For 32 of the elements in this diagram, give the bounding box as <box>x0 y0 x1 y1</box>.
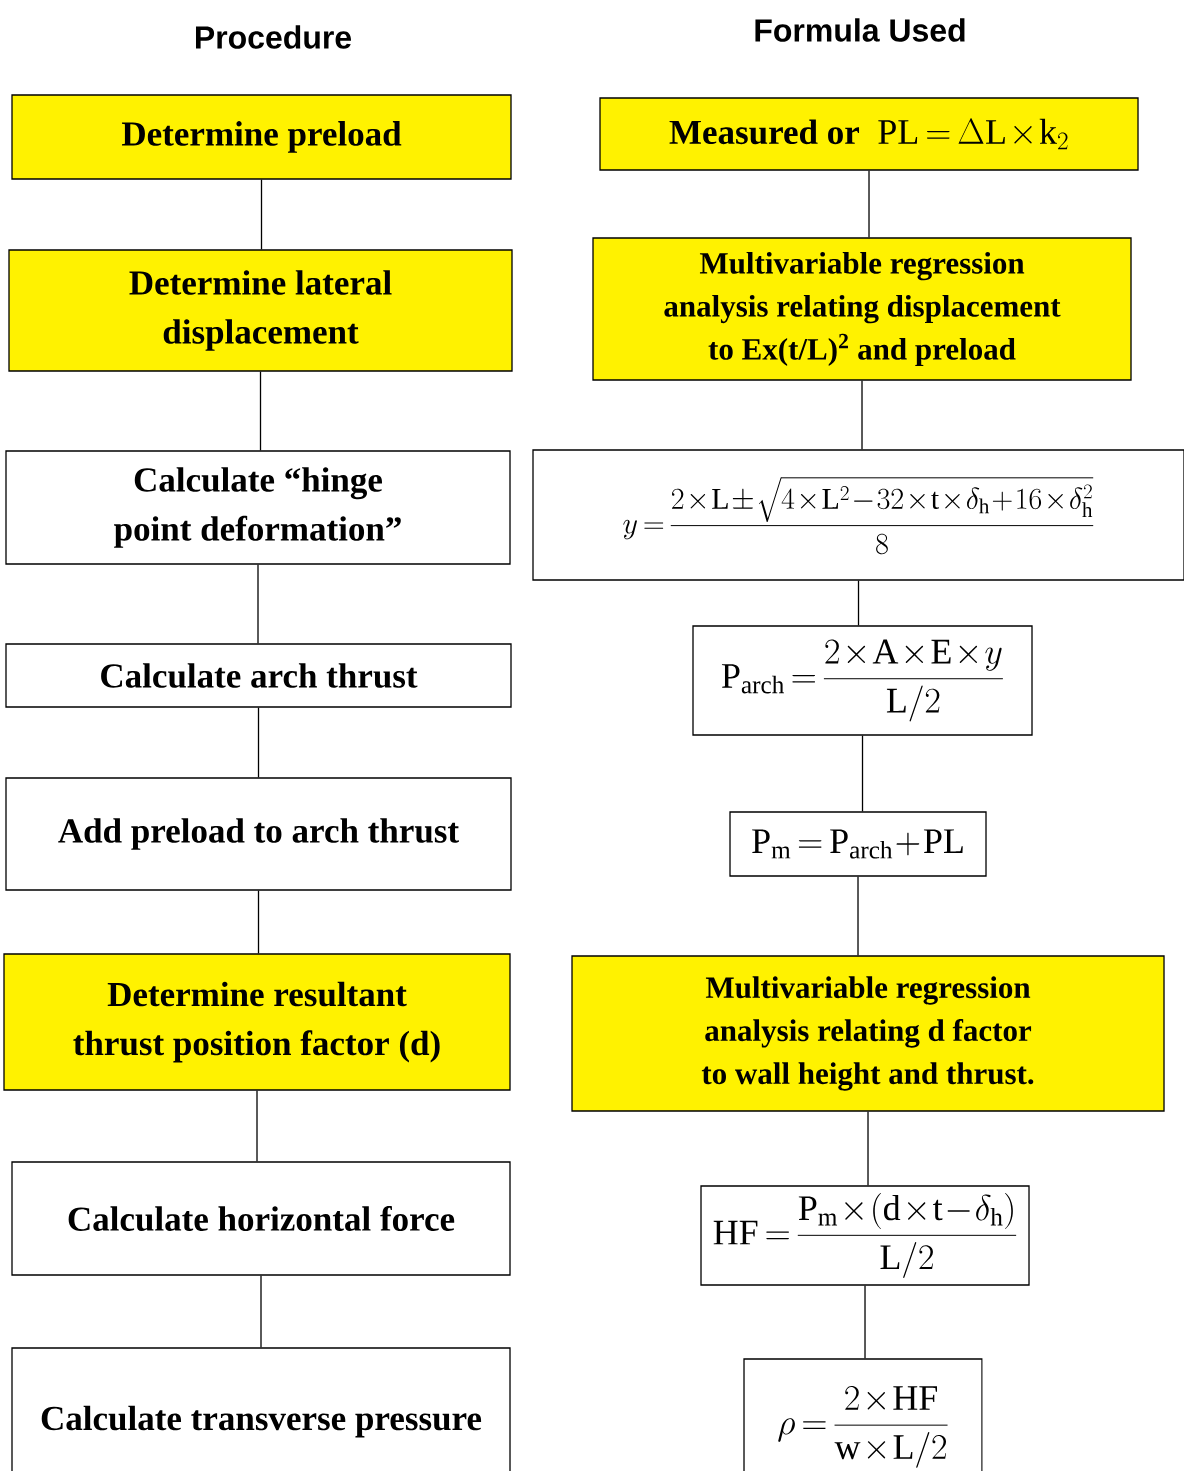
connector-line <box>260 179 263 250</box>
connector-line <box>260 1275 262 1348</box>
connector-line <box>867 1111 869 1186</box>
formula-box: $\mathrm{P}_{\mathrm{arch}} = \dfrac{2\times \mathrm{A}\times \mathrm{E}\times y}{\mathrm{L}/2}$ <box>692 625 1033 736</box>
formula-box: $\rho = \dfrac{2\times \mathrm{HF}}{\mathrm{w}\times \mathrm{L}/2}$ <box>743 1358 983 1471</box>
connector-line <box>857 580 860 626</box>
process-box: Calculate transverse pressure <box>11 1347 511 1471</box>
formula-box: Multivariable regression analysis relating displacement to Ex(t/L)$^{2}$ and preload <box>592 237 1132 381</box>
process-box: Determine preload <box>11 94 512 180</box>
connector-line <box>861 735 864 812</box>
process-box: Calculate arch thrust <box>5 643 512 708</box>
formula-box: $\mathrm{P}_{\mathrm{m}} = \mathrm{P}_{\mathrm{arch}} + \mathrm{PL}$ <box>729 811 987 877</box>
formula-box: Multivariable regression analysis relating d factor to wall height and thrust. <box>571 955 1165 1112</box>
connector-line <box>259 371 262 451</box>
column-heading: Formula Used <box>755 18 965 42</box>
formula-box: $y = \dfrac{2\times \mathrm{L} \pm \sqrt{4\times \mathrm{L}^{2} - 32\times \mathrm{t}\times \delta_{\mathrm{h}} + 16\times \delta_{\mathrm{h}}^{2}}}{8}$ <box>532 449 1184 581</box>
connector-line <box>257 890 260 954</box>
column-heading: Procedure <box>196 25 352 49</box>
connector-line <box>257 564 259 644</box>
connector-line <box>857 876 859 956</box>
process-box: Add preload to arch thrust <box>5 777 512 891</box>
process-box: Determine resultant thrust position factor (d) <box>3 953 511 1091</box>
process-box: Calculate “hinge point deformation” <box>5 450 511 565</box>
connector-line <box>861 380 863 450</box>
connector-line <box>868 170 870 238</box>
connector-line <box>256 1090 258 1162</box>
process-box: Calculate horizontal force <box>11 1161 511 1276</box>
process-box: Determine lateral displacement <box>8 249 513 372</box>
connector-line <box>257 707 260 778</box>
connector-line <box>864 1285 866 1359</box>
formula-box: Measured or $\mathrm{PL} = \Delta \mathrm{L} \times \mathrm{k}_{2}$ <box>599 97 1139 171</box>
formula-box: $\mathrm{HF} = \dfrac{\mathrm{P}_{\mathrm{m}}\times (\mathrm{d}\times \mathrm{t} - \delta_{\mathrm{h}})}{\mathrm{L}/2}$ <box>700 1185 1030 1286</box>
